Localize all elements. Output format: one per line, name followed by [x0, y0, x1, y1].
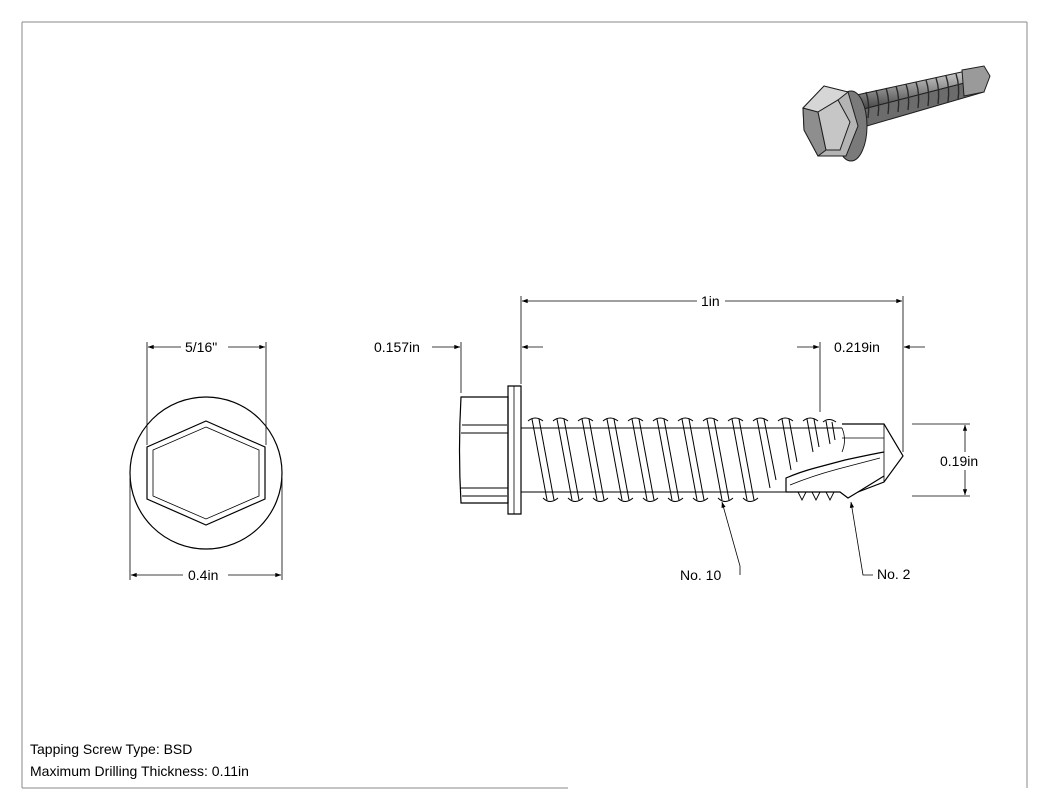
screw-isometric-thumbnail — [802, 65, 991, 162]
washer-outline — [129, 396, 283, 550]
hex-outline-inner — [152, 426, 260, 520]
label-point-size: No. 2 — [877, 566, 911, 582]
dim-drill-point-length — [797, 342, 925, 412]
label-hex-across-flats: 5/16" — [185, 339, 218, 355]
label-overall-length: 1in — [701, 293, 720, 309]
drill-flute — [785, 451, 885, 492]
note-drilling-thickness: Maximum Drilling Thickness: 0.11in — [30, 763, 249, 779]
hex-head — [458, 396, 509, 504]
dim-overall-length — [520, 296, 904, 452]
callout-leaders — [721, 501, 873, 576]
side-view — [458, 385, 904, 515]
thread-caps-top — [527, 417, 837, 423]
dim-thread-diameter — [912, 423, 970, 497]
thread-crests — [531, 418, 836, 501]
label-washer-diameter: 0.4in — [188, 567, 219, 583]
end-view — [129, 396, 283, 550]
dim-hex-across-flats — [146, 342, 267, 445]
label-thread-size: No. 10 — [680, 567, 722, 583]
label-thread-diameter: 0.19in — [940, 453, 979, 469]
hex-outline-outer — [146, 420, 266, 526]
note-screw-type: Tapping Screw Type: BSD — [30, 741, 193, 757]
drill-tip — [842, 423, 904, 493]
sheet-border — [21, 21, 1028, 789]
label-drill-point-length: 0.219in — [834, 339, 880, 355]
thread-caps-bottom — [542, 497, 759, 502]
dim-washer-diameter — [129, 478, 283, 580]
dim-head-height — [432, 342, 543, 393]
flange-washer — [507, 385, 522, 515]
label-head-height: 0.157in — [374, 339, 420, 355]
